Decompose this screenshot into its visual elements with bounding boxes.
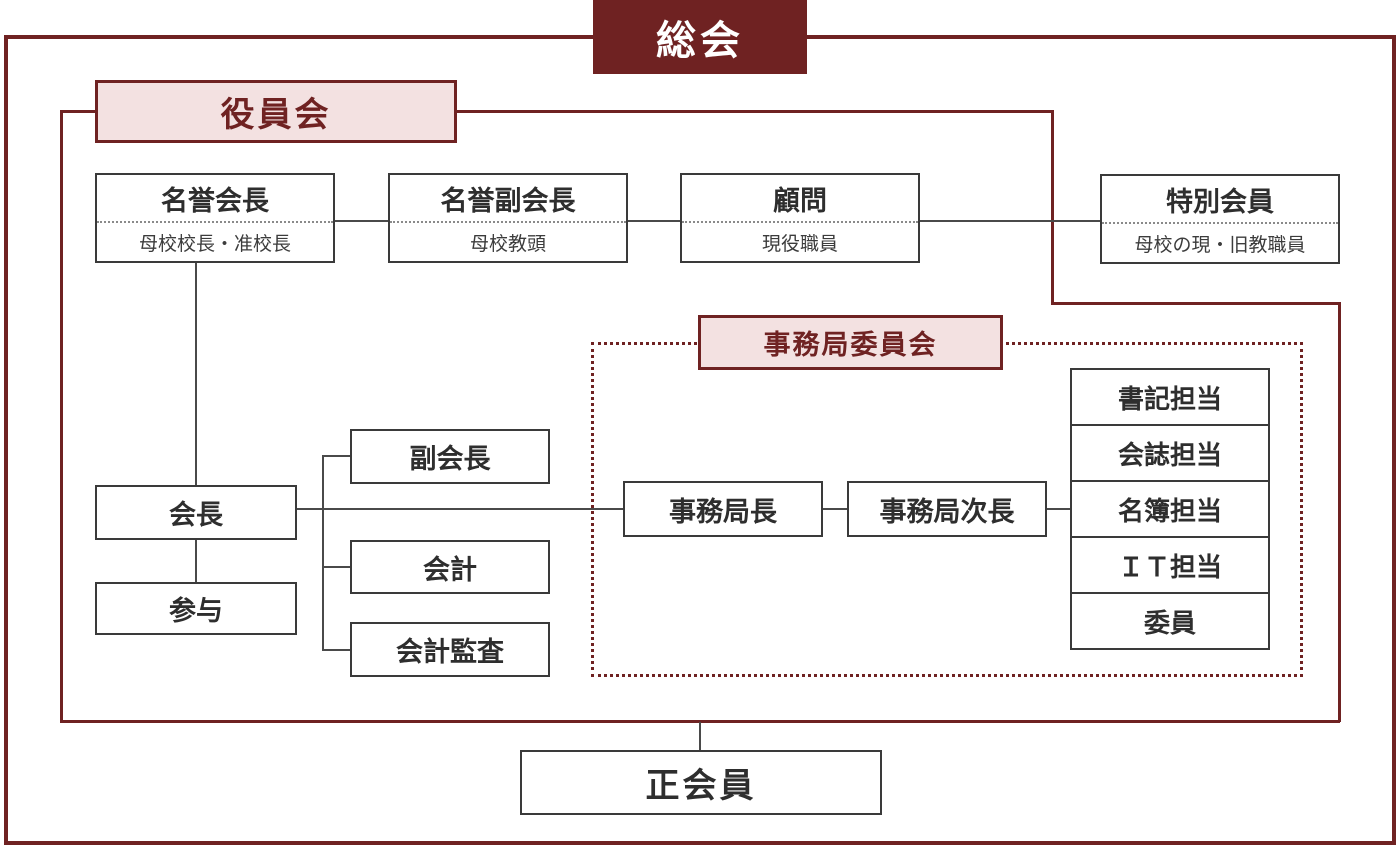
honorary-chairman-subtitle: 母校校長・准校長 xyxy=(138,233,291,255)
general-assembly-label: 総会 xyxy=(593,0,807,74)
board-frame-left xyxy=(60,110,63,722)
special-member-title: 特別会員 xyxy=(1102,176,1338,224)
connector-stub-vice-chairman xyxy=(322,455,350,457)
connector-honorary-1 xyxy=(335,220,388,222)
board-label: 役員会 xyxy=(95,80,457,143)
board-frame-right xyxy=(1338,302,1341,722)
honorary-vice-chairman-subtitle: 母校教頭 xyxy=(469,233,546,255)
secretariat-committee-label: 事務局委員会 xyxy=(698,315,1003,370)
box-counselor: 参与 xyxy=(95,582,297,635)
connector-chairman-director xyxy=(297,508,623,510)
box-secretariat-deputy-director: 事務局次長 xyxy=(847,481,1047,537)
staff-it: ＩＴ担当 xyxy=(1072,536,1268,592)
connector-honorary-2 xyxy=(628,220,680,222)
connector-deputy-staff xyxy=(1047,508,1070,510)
staff-journal: 会誌担当 xyxy=(1072,424,1268,480)
connector-board-regular-member xyxy=(699,722,701,750)
board-frame-notch-vertical xyxy=(1051,110,1054,304)
connector-honorary-3 xyxy=(920,220,1100,222)
advisor-title: 顧問 xyxy=(682,175,918,223)
box-secretariat-director: 事務局長 xyxy=(623,481,823,537)
box-honorary-vice-chairman: 名誉副会長 母校教頭 xyxy=(388,173,628,263)
box-chairman: 会長 xyxy=(95,485,297,540)
connector-honorary-chairman xyxy=(195,263,197,485)
staff-column: 書記担当 会誌担当 名簿担当 ＩＴ担当 委員 xyxy=(1070,368,1270,650)
box-honorary-chairman: 名誉会長 母校校長・准校長 xyxy=(95,173,335,263)
staff-roster: 名簿担当 xyxy=(1072,480,1268,536)
box-regular-member: 正会員 xyxy=(520,750,882,815)
honorary-chairman-title: 名誉会長 xyxy=(97,175,333,223)
special-member-subtitle: 母校の現・旧教職員 xyxy=(1134,234,1306,256)
connector-branch-vertical xyxy=(322,455,324,651)
staff-committee-member: 委員 xyxy=(1072,592,1268,648)
box-advisor: 顧問 現役職員 xyxy=(680,173,920,263)
box-accountant: 会計 xyxy=(350,540,550,594)
honorary-vice-chairman-title: 名誉副会長 xyxy=(390,175,626,223)
staff-clerk: 書記担当 xyxy=(1117,383,1222,414)
box-special-member: 特別会員 母校の現・旧教職員 xyxy=(1100,174,1340,264)
board-frame-bottom xyxy=(60,720,1340,723)
advisor-subtitle: 現役職員 xyxy=(761,233,838,255)
box-vice-chairman: 副会長 xyxy=(350,429,550,484)
connector-stub-audit xyxy=(322,649,350,651)
box-audit: 会計監査 xyxy=(350,622,550,677)
board-frame-top xyxy=(60,110,1053,113)
connector-director-deputy xyxy=(823,508,847,510)
connector-stub-accountant xyxy=(322,566,350,568)
connector-chairman-counselor xyxy=(195,540,197,582)
board-frame-notch-horizontal xyxy=(1051,302,1340,305)
